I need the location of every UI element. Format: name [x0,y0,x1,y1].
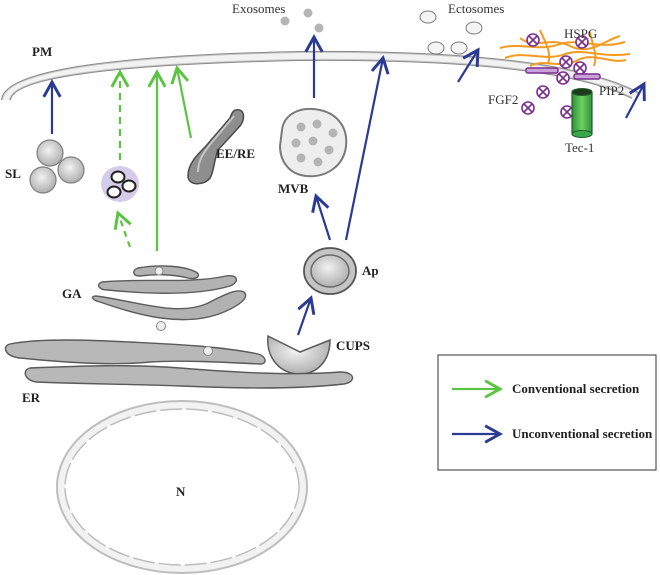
secretory-lysosome-cluster [29,139,85,194]
coated-vesicle-cluster [101,166,139,202]
hspg-chains [499,29,631,67]
legend-box: Conventional secretion Unconventional se… [437,354,657,471]
label-ap: Ap [362,263,379,278]
nucleus [56,400,308,574]
label-tec1: Tec-1 [565,140,594,155]
label-hspg: HSPG [564,26,597,41]
exosome-vesicles [280,8,324,33]
legend-conventional-label: Conventional secretion [512,381,640,396]
conventional-secretion-arrows [110,65,193,251]
label-n: N [176,484,186,499]
golgi-vesicle-bottom [156,321,166,331]
pip2-lipids [525,67,601,80]
cups-compartment [267,334,331,375]
label-sl: SL [5,166,21,181]
tec1-kinase [571,88,593,138]
golgi-vesicle-top [154,266,164,276]
label-eere: EE/RE [216,146,255,161]
label-pm: PM [32,44,52,59]
label-pip2: PIP2 [599,83,624,98]
golgi-apparatus [91,265,247,321]
ectosome-vesicles [419,10,483,55]
label-exosomes: Exosomes [232,1,285,16]
early-recycling-endosome [187,109,245,185]
diagram-labels: Exosomes Ectosomes HSPG PM FGF2 PIP2 Tec… [5,1,624,499]
label-ectosomes: Ectosomes [448,1,504,16]
er-vesicle [203,346,213,356]
label-cups: CUPS [336,338,370,353]
unconventional-secretion-arrows [42,33,646,336]
legend-unconventional-label: Unconventional secretion [512,426,653,441]
autophagosome [303,247,357,295]
label-er: ER [22,390,41,405]
multivesicular-body [278,108,348,178]
label-ga: GA [62,286,82,301]
fgf2-molecules [521,33,589,119]
label-fgf2: FGF2 [488,92,518,107]
endoplasmic-reticulum [4,339,354,389]
label-mvb: MVB [278,181,309,196]
